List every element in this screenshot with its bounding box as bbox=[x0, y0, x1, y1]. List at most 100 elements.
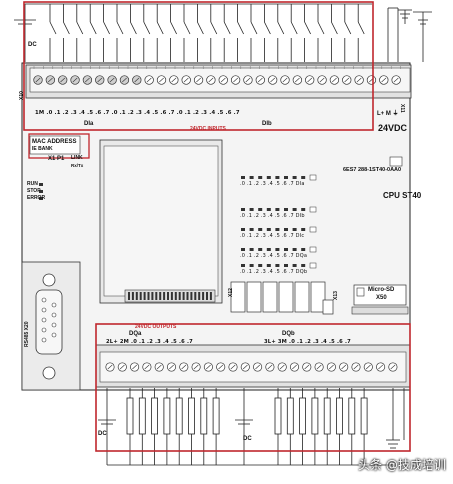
led-indicator bbox=[258, 248, 263, 251]
output-load bbox=[212, 397, 220, 435]
output-loads bbox=[126, 388, 368, 465]
output-terminal-screw-slot bbox=[144, 364, 150, 370]
input-terminal-screw-slot bbox=[282, 77, 288, 83]
led-indicator bbox=[241, 176, 245, 179]
output-terminal-screw-slot bbox=[316, 364, 322, 370]
output-load bbox=[138, 397, 146, 435]
input-terminal-screw-slot bbox=[109, 77, 115, 83]
led-indicator bbox=[266, 264, 271, 267]
output-terminal-screw-slot bbox=[205, 364, 211, 370]
output-load bbox=[336, 397, 343, 435]
cpu-name-label: CPU ST40 bbox=[383, 191, 422, 200]
led-group-box bbox=[309, 262, 317, 269]
input-switch-contact bbox=[277, 21, 285, 35]
led-indicator bbox=[249, 208, 254, 211]
input-terminal-screws bbox=[33, 75, 401, 85]
edge-connector-pin bbox=[206, 292, 208, 300]
led-row-4-label: .0 .1 .2 .3 .4 .5 .6 .7 DQa bbox=[240, 253, 308, 259]
input-wiring bbox=[14, 3, 372, 62]
led-row-5-label: .0 .1 .2 .3 .4 .5 .6 .7 DQb bbox=[240, 269, 308, 275]
input-terminal-screw-slot bbox=[319, 77, 325, 83]
x11-label: X11 bbox=[399, 104, 405, 113]
input-switch-contact bbox=[250, 21, 258, 35]
x10-label: X10 bbox=[19, 91, 25, 100]
input-switch-contact bbox=[183, 21, 191, 35]
output-power-wiring bbox=[98, 388, 405, 466]
dc-label-top: DC bbox=[28, 42, 37, 48]
output-load bbox=[323, 397, 331, 435]
input-terminal-screw-slot bbox=[47, 77, 53, 83]
led-row-3-label: .0 .1 .2 .3 .4 .5 .6 .7 DIc bbox=[240, 233, 305, 239]
output-terminal-screw-slot bbox=[255, 364, 261, 370]
rs485-pin bbox=[41, 317, 47, 323]
input-switch-contact bbox=[143, 21, 151, 35]
output-group-b-label: DQb bbox=[282, 331, 295, 337]
edge-connector-pin bbox=[135, 292, 138, 300]
edge-connector-pin bbox=[139, 292, 142, 300]
led-indicator bbox=[275, 248, 280, 251]
output-terminal-labels-a: 2L+ 2M .0 .1 .2 .3 .4 .5 .6 .7 bbox=[106, 339, 193, 345]
x1p1-label: X1 P1 bbox=[48, 156, 65, 162]
output-terminal-screw-slot bbox=[279, 364, 285, 370]
input-switch-contact bbox=[331, 21, 338, 35]
led-indicator bbox=[275, 264, 280, 267]
power-supply-wiring bbox=[387, 7, 432, 62]
x13-connector bbox=[322, 299, 334, 315]
part-number-label: 6ES7 288-1ST40-0AA0 bbox=[343, 167, 402, 173]
edge-connector-pin bbox=[151, 292, 154, 300]
input-switch-contact bbox=[223, 21, 231, 35]
edge-connector-pin bbox=[147, 292, 150, 300]
output-load bbox=[348, 397, 356, 435]
dc-label-bottom-right: DC bbox=[243, 436, 252, 442]
input-terminal-screw-slot bbox=[233, 77, 239, 83]
input-switch-contact bbox=[170, 21, 177, 35]
input-switch-contact bbox=[197, 21, 204, 35]
rs485-pin bbox=[41, 307, 47, 313]
rs485-pin bbox=[41, 337, 47, 343]
rs485-pin bbox=[51, 312, 57, 318]
output-load bbox=[299, 397, 307, 435]
input-switch-contact bbox=[76, 21, 84, 35]
input-switch-contact bbox=[116, 21, 124, 35]
input-terminal-screw-slot bbox=[331, 77, 337, 83]
output-load bbox=[188, 397, 195, 435]
mac-address-box bbox=[29, 135, 81, 155]
rs485-port bbox=[35, 289, 63, 355]
input-switch-contact bbox=[317, 21, 325, 35]
rs485-screw-bottom bbox=[42, 366, 56, 380]
led-indicator bbox=[275, 176, 280, 179]
rs485-pins bbox=[41, 297, 57, 343]
edge-connector-pin bbox=[143, 292, 146, 300]
input-terminal-screw-slot bbox=[60, 77, 66, 83]
input-terminal-screw-slot bbox=[122, 77, 127, 83]
led-indicator bbox=[301, 248, 306, 251]
input-terminal-screw-slot bbox=[134, 77, 140, 83]
output-terminal-screw-slot bbox=[181, 364, 187, 370]
input-terminal-screw-slot bbox=[35, 77, 41, 83]
input-group-b-label: DIb bbox=[262, 121, 272, 127]
led-indicator bbox=[249, 264, 254, 267]
led-indicator bbox=[284, 264, 288, 267]
led-indicator bbox=[266, 208, 271, 211]
input-switch-contact bbox=[89, 21, 97, 35]
output-group-a-label: DQa bbox=[129, 331, 142, 337]
rs485-pin bbox=[41, 297, 47, 303]
led-indicator bbox=[249, 248, 254, 251]
input-terminal-screw-slot bbox=[356, 77, 362, 83]
signal-board-edge-connector bbox=[124, 289, 216, 303]
led-indicator bbox=[292, 248, 297, 251]
output-terminal-screw-slot bbox=[218, 364, 224, 370]
output-terminal-screw-slot bbox=[107, 364, 113, 370]
led-indicator bbox=[241, 248, 245, 251]
led-indicator bbox=[266, 176, 271, 179]
output-terminal-screw-slot bbox=[169, 364, 174, 370]
output-load bbox=[274, 397, 282, 435]
input-terminal-screw-slot bbox=[344, 77, 350, 83]
input-switch-contact bbox=[290, 21, 298, 35]
edge-connector-pin bbox=[186, 292, 189, 300]
output-load bbox=[126, 397, 134, 435]
input-terminal-screw-slot bbox=[84, 77, 90, 83]
mac-highlight-box bbox=[28, 133, 90, 159]
led-indicator bbox=[258, 208, 263, 211]
input-terminal-screw-slot bbox=[294, 77, 300, 83]
